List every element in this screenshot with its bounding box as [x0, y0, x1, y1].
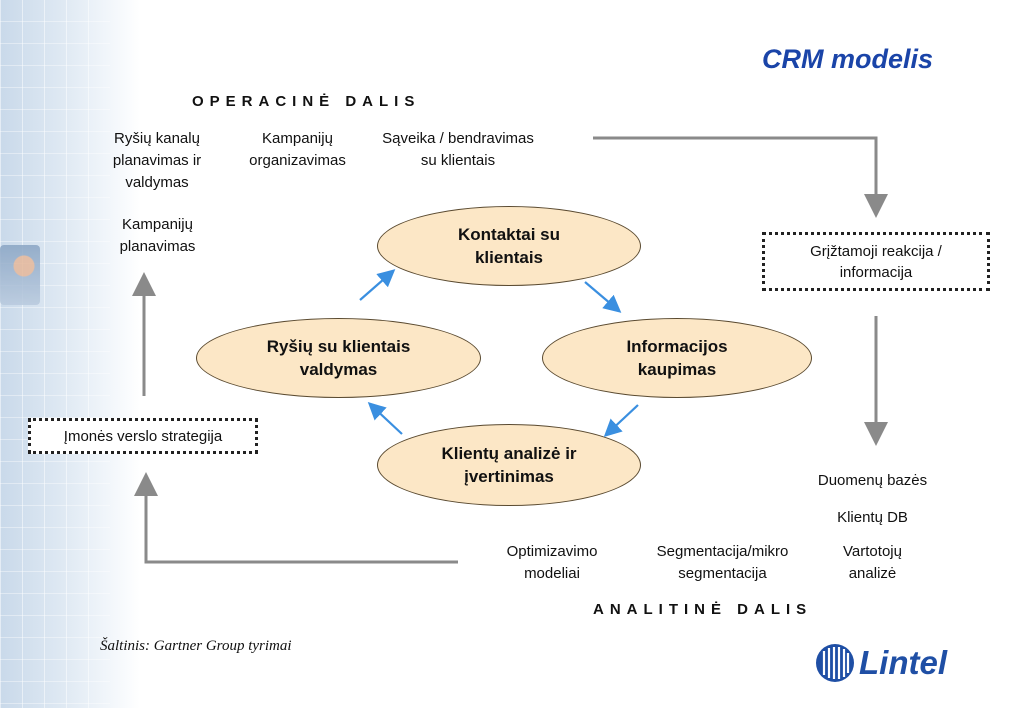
flow-line-to-strategy [134, 472, 458, 564]
slide-title: CRM modelis [761, 44, 933, 74]
campaign-organization-text: Kampanijų organizavimas [249, 130, 346, 169]
cycle-arrow-bottom-to-left [367, 401, 403, 435]
background-strip [0, 0, 140, 708]
lintel-logo: Lintel [815, 643, 947, 683]
databases-text: Duomenų bazės [817, 472, 928, 489]
consumer-analysis-text: Vartotojų analizė [843, 543, 902, 582]
cycle-node-relationship-management: Ryšių su klientais valdymas [196, 318, 481, 398]
cycle-arrow-top-to-right [584, 281, 622, 313]
customer-interaction-text: Sąveika / bendravimas su klientais [382, 130, 534, 169]
channels-planning-text: Ryšių kanalų planavimas ir valdymas [112, 130, 202, 191]
source-note: Šaltinis: Gartner Group tyrimai [100, 638, 292, 654]
client-db-text: Klientų DB [837, 509, 908, 526]
operational-heading: OPERACINĖ DALIS [192, 93, 421, 110]
analytical-heading: ANALITINĖ DALIS [593, 601, 813, 618]
cycle-node-analysis: Klientų analizė ir įvertinimas [377, 424, 641, 506]
cycle-arrow-left-to-top [359, 269, 396, 301]
cycle-arrow-right-to-bottom [603, 404, 639, 438]
feedback-box: Grįžtamoji reakcija / informacija [762, 232, 990, 291]
cycle-node-contacts: Kontaktai su klientais [377, 206, 641, 286]
campaign-planning-text: Kampanijų planavimas [119, 216, 196, 255]
segmentation-text: Segmentacija/mikro segmentacija [656, 543, 789, 582]
background-photo [0, 245, 40, 305]
optimization-models-text: Optimizavimo modeliai [506, 543, 598, 582]
cycle-node-info-collection: Informacijos kaupimas [542, 318, 812, 398]
background-grid [0, 0, 110, 708]
flow-line-to-feedback [593, 136, 888, 218]
lintel-logo-text: Lintel [859, 644, 947, 681]
strategy-box: Įmonės verslo strategija [28, 418, 258, 454]
lintel-logo-icon [816, 644, 854, 682]
